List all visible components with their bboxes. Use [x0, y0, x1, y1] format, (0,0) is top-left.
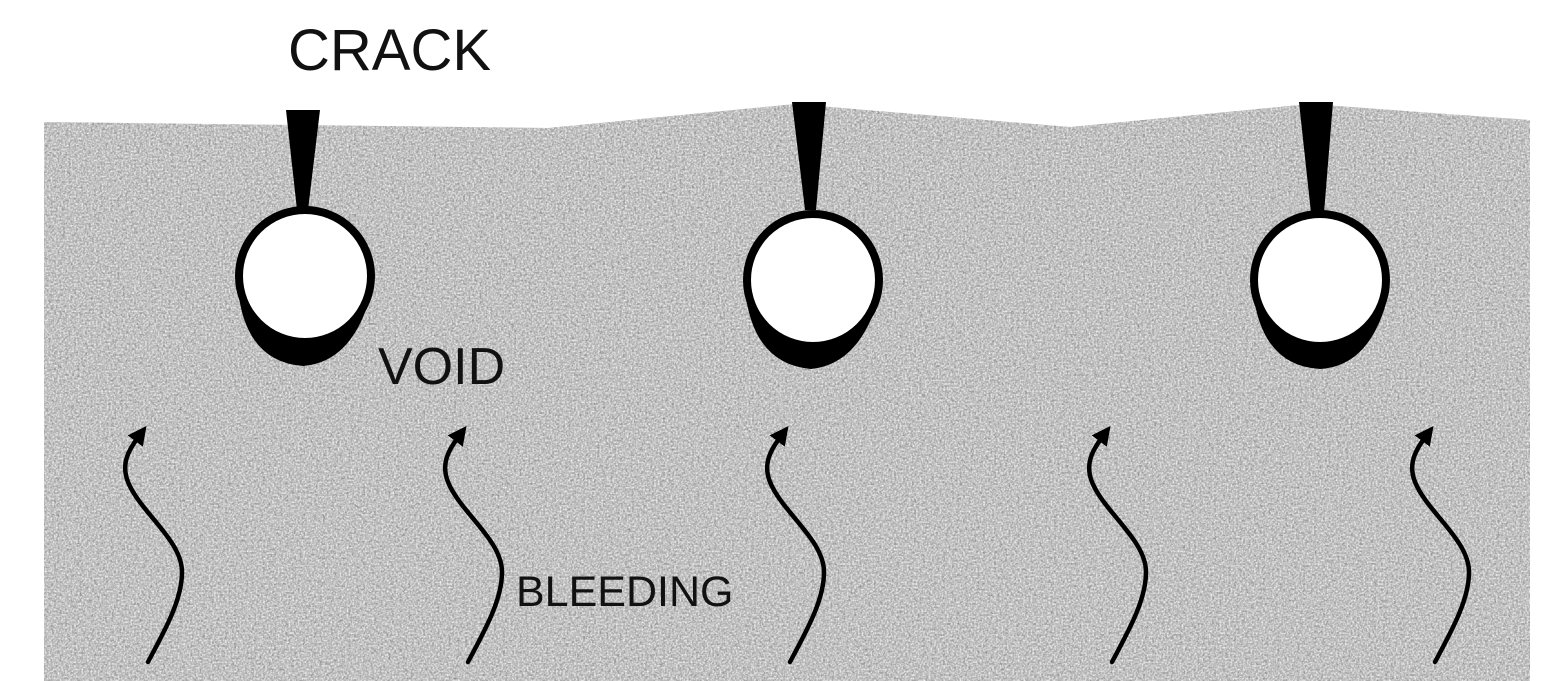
- rebar-circle-1: [239, 210, 371, 342]
- rebar-circle-3: [1254, 214, 1386, 346]
- void-label: VOID: [378, 338, 505, 396]
- bleeding-label: BLEEDING: [516, 568, 733, 616]
- concrete-body: [44, 104, 1530, 681]
- crack-label: CRACK: [288, 18, 491, 83]
- rebar-circle-2: [747, 214, 879, 346]
